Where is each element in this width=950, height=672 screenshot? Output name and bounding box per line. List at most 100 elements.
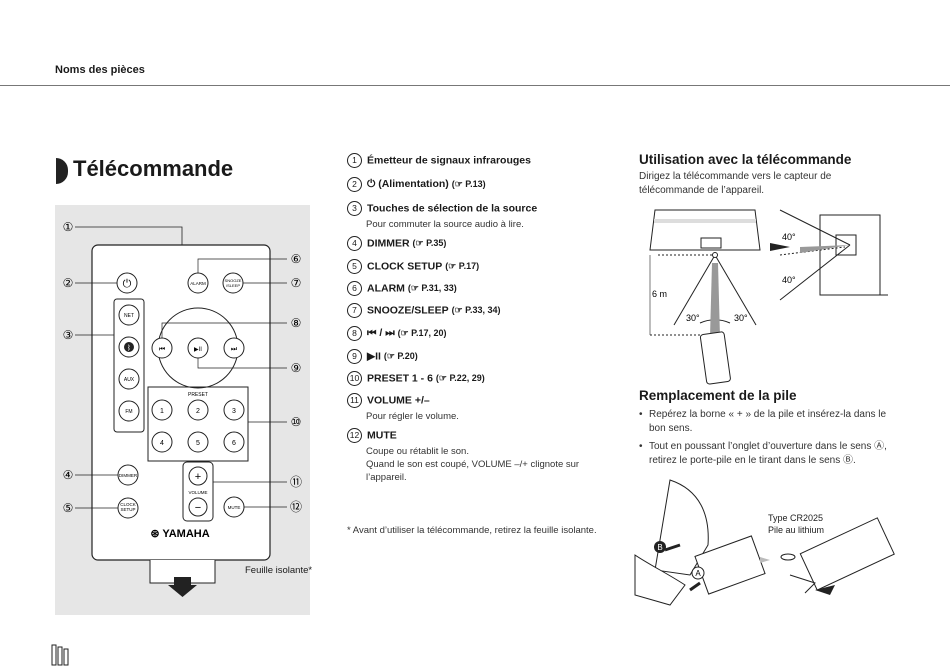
angle-left: 30° <box>686 313 700 323</box>
parts-item-2: 2⏻ (Alimentation) (☞ P.13) <box>347 177 617 192</box>
callout-4: ④ <box>63 468 74 482</box>
alarm-label: ALARM <box>190 281 206 286</box>
item-label: ALARM <box>367 282 405 295</box>
aux-button <box>118 368 140 390</box>
item-page-ref: (☞ P.33, 34) <box>451 305 501 315</box>
item-number: 3 <box>347 201 362 216</box>
preset-button-6 <box>223 431 245 453</box>
preset-button-3 <box>223 399 245 421</box>
range-diagram: 6 m 30° 30° 40° 40° <box>649 209 888 385</box>
item-label: PRESET 1 - 6 <box>367 372 433 385</box>
battery-heading: Remplacement de la pile <box>639 388 797 403</box>
preset-button-1 <box>151 399 173 421</box>
dimmer-label: DIMMER <box>119 473 138 478</box>
item-page-ref: (☞ P.17) <box>445 261 480 271</box>
item-label: CLOCK SETUP <box>367 260 443 273</box>
fm-button <box>118 400 140 422</box>
next-button <box>223 337 245 359</box>
item-page-ref: (☞ P.17, 20) <box>397 328 447 338</box>
callout-9: ⑨ <box>291 361 302 375</box>
distance-label: 6 m <box>652 289 667 299</box>
item-number: 4 <box>347 236 362 251</box>
item-label: VOLUME +/– <box>367 394 430 407</box>
parts-item-4: 4 DIMMER (☞ P.35) <box>347 236 617 251</box>
item-description: Coupe ou rétablit le son. Quand le son e… <box>366 446 580 483</box>
item-number: 5 <box>347 259 362 274</box>
svg-text:SNOOZE: SNOOZE <box>225 278 242 283</box>
bluetooth-icon: ᛒ <box>127 344 131 352</box>
callout-6: ⑥ <box>291 252 302 266</box>
power-icon: ⏻ <box>123 278 132 290</box>
preset-label-1: 1 <box>160 408 164 415</box>
callout-2: ② <box>63 276 74 290</box>
volume-label: VOLUME <box>188 490 207 495</box>
svg-text:SETUP: SETUP <box>120 507 135 512</box>
item-number: 2 <box>347 177 362 192</box>
item-number: 9 <box>347 349 362 364</box>
callout-3: ③ <box>63 328 74 342</box>
svg-text:/SLEEP: /SLEEP <box>226 283 240 288</box>
parts-item-9: 9 ▶︎II (☞ P.20) <box>347 349 617 364</box>
item-label: ⏮ / ⏭ <box>367 327 395 339</box>
net-label: NET <box>124 313 134 319</box>
preset-label-5: 5 <box>196 440 200 447</box>
angle-bottom: 40° <box>782 275 796 285</box>
battery-instructions: Repérez la borne « + » de la pile et ins… <box>639 408 889 472</box>
parts-item-8: 8 ⏮ / ⏭ (☞ P.17, 20) <box>347 326 617 341</box>
item-number: 11 <box>347 393 362 408</box>
play-icon: ▶︎II <box>194 347 202 353</box>
angle-right: 30° <box>734 313 748 323</box>
item-label: Touches de sélection de la source <box>367 202 538 215</box>
svg-text:CLOCK: CLOCK <box>120 502 136 507</box>
item-number: 10 <box>347 371 362 386</box>
section-header: Noms des pièces <box>55 64 145 76</box>
item-page-ref: (☞ P.35) <box>412 238 447 248</box>
yamaha-logo: ⊛ YAMAHA <box>150 528 209 540</box>
preset-label-4: 4 <box>160 440 164 447</box>
battery-type-label: Type CR2025 Pile au lithium <box>768 512 824 536</box>
preset-label-3: 3 <box>232 408 236 415</box>
battery-bullet-1: Repérez la borne « + » de la pile et ins… <box>639 408 889 436</box>
prev-icon: ⏮ <box>159 346 165 353</box>
item-label: ▶︎II <box>367 350 381 363</box>
preset-button-4 <box>151 431 173 453</box>
vol-up-icon: + <box>195 471 201 483</box>
page-title: Télécommande <box>73 156 234 181</box>
vol-down-icon: − <box>195 502 201 514</box>
aux-label: AUX <box>124 377 135 383</box>
item-number: 6 <box>347 281 362 296</box>
callout-7: ⑦ <box>291 276 302 290</box>
item-number: 12 <box>347 428 362 443</box>
footnote: * Avant d’utiliser la télécommande, reti… <box>347 525 597 536</box>
mute-label: MUTE <box>228 505 241 510</box>
preset-label-2: 2 <box>196 408 200 415</box>
usage-heading: Utilisation avec la télécommande <box>639 152 852 167</box>
parts-item-11: 11 VOLUME +/– Pour régler le volume. <box>347 393 617 423</box>
preset-button-2 <box>187 399 209 421</box>
item-page-ref: (☞ P.20) <box>383 351 418 361</box>
callout-5: ⑤ <box>63 501 74 515</box>
item-number: 8 <box>347 326 362 341</box>
battery-kind: Pile au lithium <box>768 525 825 535</box>
battery-illustration: B A <box>634 479 895 606</box>
preset-button-5 <box>187 431 209 453</box>
item-label: DIMMER <box>367 237 410 250</box>
usage-text: Dirigez la télécommande vers le capteur … <box>639 171 832 196</box>
item-page-ref: (☞ P.22, 29) <box>435 373 485 383</box>
angle-top: 40° <box>782 232 796 242</box>
item-label: SNOOZE/SLEEP <box>367 304 449 317</box>
item-label: Émetteur de signaux infrarouges <box>367 154 531 167</box>
item-number: 7 <box>347 303 362 318</box>
callout-1: ① <box>63 220 74 234</box>
item-description: Pour régler le volume. <box>366 411 459 422</box>
parts-item-7: 7 SNOOZE/SLEEP (☞ P.33, 34) <box>347 303 617 318</box>
item-page-ref: (☞ P.13) <box>451 179 486 189</box>
callout-8: ⑧ <box>291 316 302 330</box>
marker-b: B <box>657 543 662 552</box>
volume-up-button <box>188 466 208 486</box>
next-icon: ⏭ <box>231 346 238 353</box>
parts-item-10: 10 PRESET 1 - 6 (☞ P.22, 29) <box>347 371 617 386</box>
